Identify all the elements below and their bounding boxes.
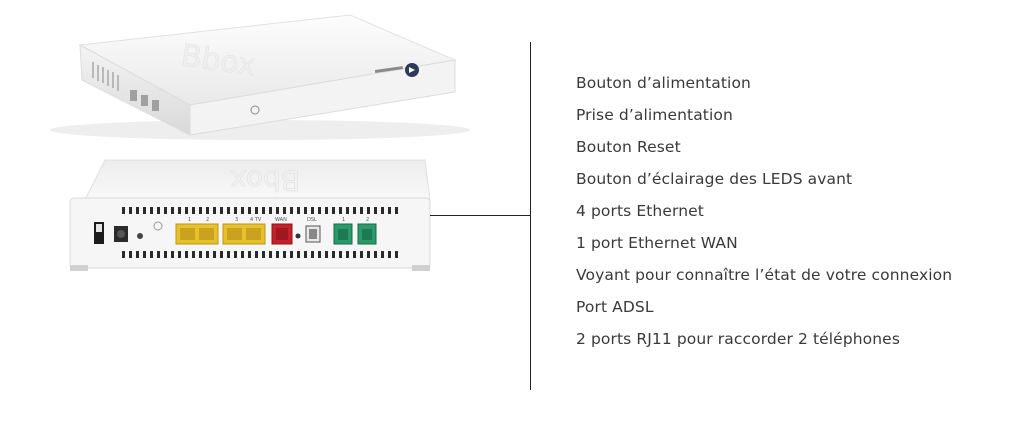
feature-item-ethernet-ports: 4 ports Ethernet: [576, 202, 704, 220]
wan-port-icon: [271, 223, 293, 245]
feature-item-power-button: Bouton d’alimentation: [576, 74, 751, 92]
port-label: WAN: [275, 217, 287, 223]
vertical-divider: [530, 42, 531, 390]
port-label: DSL: [307, 217, 317, 223]
feature-list: Bouton d’alimentation Prise d’alimentati…: [576, 70, 952, 358]
feature-item-power-socket: Prise d’alimentation: [576, 106, 733, 124]
port-label: 2: [206, 217, 209, 223]
power-switch-icon: [94, 222, 104, 244]
router-back-view: Bbox: [69, 159, 431, 271]
feature-item-wan-port: 1 port Ethernet WAN: [576, 234, 738, 252]
port-label: 2: [366, 217, 369, 223]
port-label: 4 TV: [250, 217, 262, 223]
feature-item-phone-ports: 2 ports RJ11 pour raccorder 2 téléphones: [576, 330, 900, 348]
port-label: 1: [342, 217, 345, 223]
phone-ports-icon: [333, 223, 377, 245]
port-label: 3: [235, 217, 238, 223]
led-button-icon: [153, 221, 163, 231]
router-front-view: Bbox: [50, 14, 470, 140]
power-jack-icon: [114, 226, 128, 242]
feature-item-adsl-port: Port ADSL: [576, 298, 654, 316]
feature-item-reset-button: Bouton Reset: [576, 138, 681, 156]
back-brand-text: Bbox: [230, 164, 300, 197]
status-led-icon: [295, 233, 301, 239]
operator-logo-icon: [374, 63, 419, 77]
reset-button-icon: [137, 233, 143, 239]
dsl-port-icon: [305, 225, 321, 243]
feature-item-status-led: Voyant pour connaître l’état de votre co…: [576, 266, 953, 284]
port-label: 1: [188, 217, 191, 223]
connector-line: [430, 215, 530, 216]
router-illustration: Bbox Bbox: [50, 14, 470, 271]
feature-item-led-button: Bouton d’éclairage des LEDS avant: [576, 170, 853, 188]
ethernet-ports-icon: [175, 223, 266, 245]
